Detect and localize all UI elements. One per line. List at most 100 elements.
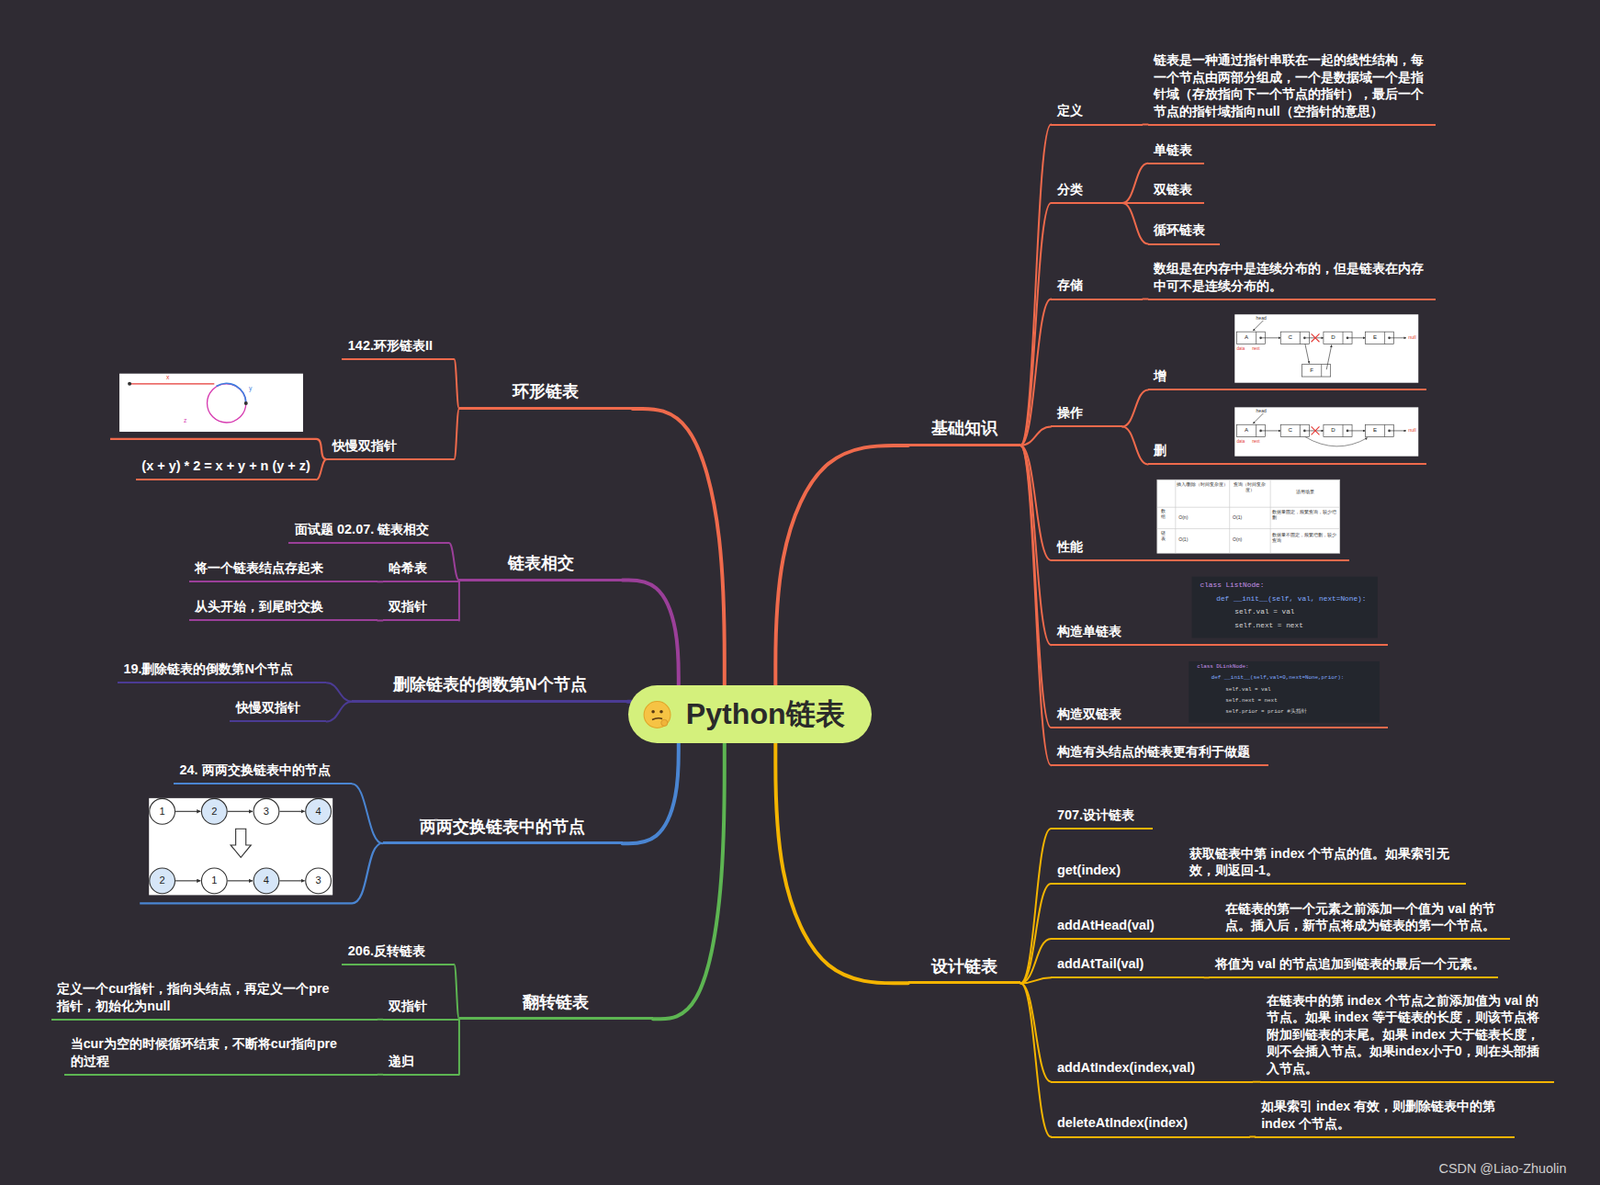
- branch-connector: [1020, 445, 1051, 766]
- topic-text: 从头开始，到尾时交换: [194, 597, 372, 616]
- topic-text: 循环链表: [1153, 221, 1213, 239]
- topic-label: 19.删除链表的倒数第N个节点: [117, 660, 327, 684]
- topic-text: 双指针: [388, 997, 453, 1015]
- topic-label: 数组是在内存中是连续分布的，但是链表在内存中可不是连续分布的。: [1148, 259, 1436, 300]
- topic-text: 快慢双指针: [332, 437, 449, 455]
- topic-text: 定义一个cur指针，指向头结点，再定义一个pre指针，初始化为null: [56, 980, 339, 1015]
- topic-label: 24. 两两交换链表中的节点: [173, 761, 352, 785]
- topic-text: (x + y) * 2 = x + y + n (y + z): [141, 457, 310, 475]
- topic-text: 链表是一种通过指针串联在一起的线性结构，每一个节点由两部分组成，一个是数据域一个…: [1153, 51, 1431, 120]
- branch-connector: [351, 783, 383, 844]
- list-cell-text: A: [1236, 426, 1256, 433]
- topic-label: (x + y) * 2 = x + y + n (y + z): [135, 457, 317, 481]
- node-divider: [1342, 424, 1344, 437]
- topic-text: 删: [1153, 441, 1420, 460]
- branch-connector: [653, 741, 725, 1019]
- topic-text: 面试题 02.07. 链表相交: [294, 520, 443, 539]
- topic-label: 增: [1148, 367, 1427, 391]
- cycle-loop: [207, 383, 247, 423]
- list-node-circle: [201, 867, 227, 894]
- code-line: self.next = next: [1234, 621, 1304, 631]
- emoji-eye: [651, 709, 655, 714]
- topic-text: 707.设计链表: [1057, 806, 1148, 824]
- code-line: class DLinkNode:: [1196, 664, 1249, 671]
- branch-connector: [1020, 883, 1051, 983]
- emoji-face: [642, 699, 672, 729]
- list-node-box: [1323, 331, 1353, 344]
- topic-label: 从头开始，到尾时交换: [189, 597, 379, 621]
- table-rule: [1228, 479, 1230, 553]
- image-ground: [119, 373, 304, 432]
- list-cell-text: A: [1236, 333, 1256, 340]
- image-underline: [110, 439, 327, 460]
- meet-dot: [244, 401, 248, 406]
- topic-text: 分类: [1057, 180, 1116, 199]
- branch-connector: [1020, 977, 1051, 983]
- field-label: data: [1236, 346, 1245, 351]
- branch-topic: 两两交换链表中的节点: [383, 816, 623, 846]
- segment-variable: z: [183, 416, 187, 425]
- branch-connector: [622, 580, 679, 688]
- pointer-dot: [1259, 336, 1262, 339]
- watermark: CSDN @Liao-Zhuolin: [1438, 1160, 1567, 1177]
- cycle-illustration: [119, 373, 304, 432]
- code-line: def __init__(self, val, next=None):: [1216, 595, 1366, 604]
- branch-connector: [1020, 202, 1051, 446]
- list-node-circle: [253, 798, 280, 824]
- transform-arrow: [230, 828, 251, 857]
- topic-label: 哈希表: [383, 559, 460, 583]
- branch-connector: [775, 741, 908, 983]
- image-ground: [148, 798, 333, 896]
- table-rule: [1157, 528, 1341, 530]
- branch-connector: [1020, 828, 1051, 983]
- table-ground: [1157, 479, 1341, 553]
- list-node-circle: [305, 798, 332, 824]
- topic-label: 存储: [1050, 276, 1143, 300]
- topic-text: 设计链表: [913, 956, 1015, 978]
- list-node-circle: [201, 798, 227, 824]
- list-node-box: [1323, 424, 1353, 437]
- pointer-dot: [1387, 336, 1391, 339]
- pointer-label: head: [1256, 408, 1267, 415]
- topic-label: 快慢双指针: [326, 437, 455, 461]
- table-cell: 数据量固定，频繁查询，较少增删: [1272, 509, 1338, 521]
- topic-label: 单链表: [1148, 141, 1205, 165]
- branch-topic: 设计链表: [908, 956, 1021, 985]
- topic-text: 单链表: [1153, 141, 1198, 159]
- performance-table: [1157, 479, 1341, 553]
- emoji-eye: [659, 709, 664, 714]
- code-line: class ListNode:: [1200, 581, 1265, 590]
- topic-text: 两两交换链表中的节点: [388, 816, 617, 838]
- list-node-box: [1302, 364, 1331, 377]
- pointer-dot: [1346, 429, 1350, 433]
- start-dot: [127, 382, 132, 386]
- list-node-circle: [149, 867, 176, 894]
- emoji-mouth: [652, 717, 663, 720]
- head-pointer: [1252, 413, 1263, 424]
- pointer-dot: [1346, 336, 1350, 339]
- delete-illustration: [1234, 406, 1419, 456]
- table-cell: 链表: [1160, 530, 1169, 542]
- branch-connector: [1020, 426, 1051, 446]
- topic-label: 定义: [1050, 101, 1143, 125]
- head-pointer: [1252, 320, 1263, 331]
- code-ground: [1192, 576, 1378, 639]
- branch-connector: [1122, 202, 1149, 244]
- topic-text: 在链表的第一个元素之前添加一个值为 val 的节点。插入后，新节点将成为链表的第…: [1225, 900, 1503, 935]
- branch-connector: [1020, 299, 1051, 446]
- node-number: 4: [309, 805, 328, 818]
- next-pointer: [175, 879, 201, 881]
- branch-connector: [622, 741, 679, 844]
- topic-text: 构造有头结点的链表更有利于做题: [1057, 743, 1262, 761]
- topic-text: 增: [1153, 367, 1420, 385]
- branch-topic: 删除链表的倒数第N个节点: [351, 674, 628, 703]
- pointer-dot: [1303, 336, 1307, 339]
- list-node-circle: [149, 798, 176, 824]
- list-node-circle: [305, 867, 332, 894]
- table-header: 插入/删除（时间复杂度）: [1176, 482, 1229, 488]
- table-cell: O(n): [1232, 537, 1242, 543]
- topic-label: 在链表中的第 index 个节点之前添加值为 val 的节点。如果 index …: [1260, 991, 1555, 1083]
- topic-text: 翻转链表: [465, 991, 648, 1014]
- cut-mark: [1311, 333, 1320, 342]
- topic-text: 双指针: [388, 597, 453, 616]
